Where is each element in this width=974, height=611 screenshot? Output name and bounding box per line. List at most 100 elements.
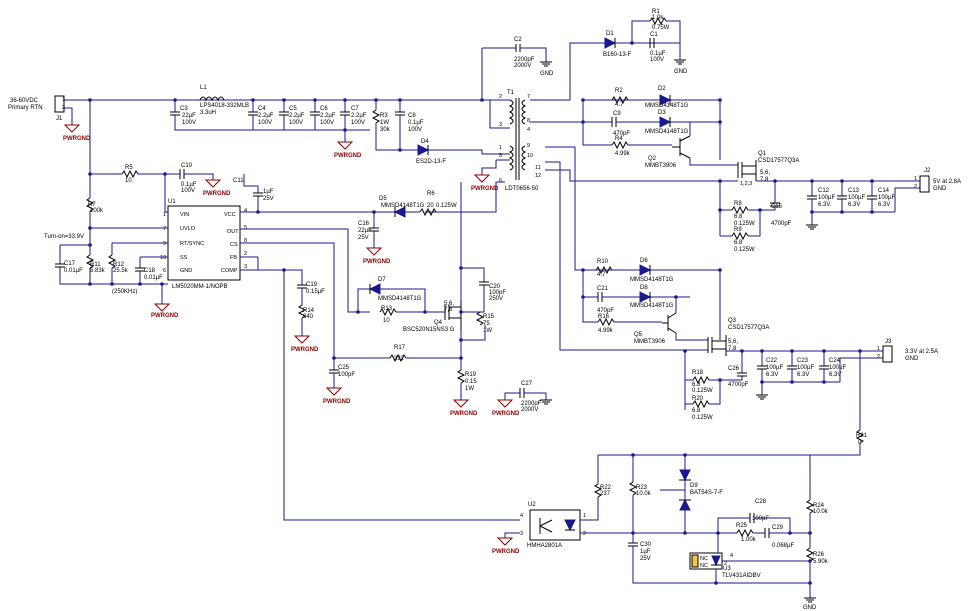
ic-u1: U1 LM5020MM-1/NOPB VIN 1 UVLO 7 RT/SYNC …	[160, 199, 247, 290]
svg-text:J3: J3	[885, 339, 892, 345]
svg-text:R16: R16	[598, 314, 610, 320]
l1-value: 3.3uH	[200, 110, 216, 116]
svg-text:8: 8	[244, 238, 247, 244]
svg-text:1W: 1W	[380, 120, 389, 126]
svg-text:3: 3	[244, 264, 247, 270]
svg-text:Q3: Q3	[728, 318, 737, 324]
u1-ref: U1	[168, 199, 176, 205]
svg-text:C9: C9	[613, 111, 621, 117]
svg-text:PWRGND: PWRGND	[203, 191, 231, 197]
svg-text:4.99k: 4.99k	[598, 328, 614, 334]
svg-text:1.00k: 1.00k	[741, 537, 757, 543]
svg-text:4: 4	[520, 513, 523, 519]
cap-c17: C17 0.01µF	[55, 244, 168, 285]
svg-text:4: 4	[527, 127, 530, 133]
svg-text:C2: C2	[514, 37, 522, 43]
svg-text:10: 10	[383, 318, 390, 324]
svg-text:R18: R18	[692, 370, 704, 376]
j1-label-1: 36-60VDC	[10, 98, 39, 104]
svg-text:100k: 100k	[90, 208, 104, 214]
cap-c15: C15 4700pF	[760, 181, 792, 227]
connector-j3: 1 2 J3 3.3V at 2.5A GND	[877, 339, 938, 363]
svg-text:MMSD4148T1G: MMSD4148T1G	[381, 203, 425, 209]
svg-text:C12: C12	[818, 188, 830, 194]
transformer-t1: T1 LDT0656-50 2 3 1 5 6 7 8 4 9 10 11 12	[499, 90, 541, 192]
svg-text:C21: C21	[597, 286, 609, 292]
svg-text:Q5: Q5	[634, 332, 643, 338]
mosfet-q4: Q4 BSC520N15NS3 G 5,6, 7,8	[403, 300, 462, 333]
cap-c2: C2 2200pF 2000V GND	[514, 37, 554, 77]
svg-text:D4: D4	[421, 139, 429, 145]
svg-text:R21: R21	[856, 433, 868, 439]
resistor-r17: R17 332	[389, 345, 461, 363]
svg-text:4700pF: 4700pF	[728, 382, 749, 388]
svg-text:C23: C23	[797, 358, 809, 364]
svg-text:C28: C28	[755, 499, 767, 505]
svg-text:1W: 1W	[483, 328, 492, 334]
svg-text:0.125W: 0.125W	[734, 221, 755, 227]
svg-text:C5: C5	[289, 106, 297, 112]
svg-text:C1: C1	[650, 32, 658, 38]
t1-part: LDT0656-50	[505, 186, 539, 192]
svg-text:C18: C18	[144, 268, 156, 274]
svg-text:CSD17577Q3A: CSD17577Q3A	[758, 158, 799, 164]
diode-d5: D5 MMSD4148T1G	[379, 196, 425, 218]
svg-text:0.15: 0.15	[465, 379, 477, 385]
cap-c18: C18 0.01µF	[135, 256, 168, 284]
svg-text:MMBT3906: MMBT3906	[645, 163, 677, 169]
svg-text:1: 1	[583, 513, 586, 519]
inductor-l1: L1 LPS4018-332MLB 3.3uH	[199, 85, 249, 116]
svg-text:CSD17577Q3A: CSD17577Q3A	[728, 325, 769, 331]
svg-text:MMBT3906: MMBT3906	[634, 339, 666, 345]
svg-text:C4: C4	[258, 106, 266, 112]
resistor-r20: R20 6.8 0.125W	[685, 380, 721, 421]
svg-text:6.3V: 6.3V	[848, 202, 860, 208]
cap-c5: C5 2.2µF 100V	[279, 100, 305, 130]
svg-text:C13: C13	[848, 188, 860, 194]
svg-text:R4: R4	[615, 136, 623, 142]
diode-d1: D1 B160-13-F	[603, 31, 632, 58]
svg-text:2.2µF: 2.2µF	[320, 113, 336, 119]
svg-text:3.3V at 2.5A: 3.3V at 2.5A	[905, 349, 938, 355]
diode-d3: D3 MMSD4148T1G	[645, 110, 689, 135]
svg-text:6.3V: 6.3V	[766, 372, 778, 378]
svg-text:100pF: 100pF	[338, 372, 355, 378]
svg-text:SS: SS	[180, 255, 188, 261]
svg-text:D3: D3	[658, 110, 666, 116]
svg-text:100µF: 100µF	[766, 365, 783, 371]
svg-text:PWRGND: PWRGND	[471, 186, 499, 192]
svg-text:2: 2	[244, 251, 247, 257]
svg-text:J2: J2	[924, 168, 931, 174]
svg-text:C26: C26	[728, 366, 740, 372]
resistor-r23: R23 10.0k	[628, 481, 652, 533]
pwrgnd-c10: PWRGND	[203, 179, 231, 197]
svg-text:R20: R20	[692, 396, 704, 402]
cap-c24: C24 100µF 6.3V	[819, 351, 846, 382]
diode-d7: D7 MMSD4148T1G	[357, 277, 426, 312]
svg-text:D2: D2	[658, 86, 666, 92]
l1-ref: L1	[200, 85, 207, 91]
cap-c28: C28 100pF	[749, 499, 791, 533]
svg-text:CS: CS	[230, 242, 238, 248]
svg-text:PWRGND: PWRGND	[63, 136, 91, 142]
svg-text:25.5k: 25.5k	[113, 268, 129, 274]
svg-text:25V: 25V	[640, 556, 651, 562]
svg-text:Q4: Q4	[434, 320, 443, 326]
resistor-r5: R5 10	[121, 165, 139, 184]
svg-text:PWRGND: PWRGND	[151, 313, 179, 319]
svg-text:470pF: 470pF	[613, 131, 630, 137]
svg-text:6: 6	[163, 268, 166, 274]
svg-text:100V: 100V	[258, 120, 272, 126]
svg-text:2.2µF: 2.2µF	[289, 113, 305, 119]
svg-text:R24: R24	[813, 503, 825, 509]
svg-text:100V: 100V	[351, 120, 365, 126]
cap-c8: C8 0.1µF 100V	[395, 100, 424, 150]
svg-text:R13: R13	[381, 306, 393, 312]
svg-text:GND: GND	[933, 186, 947, 192]
junctions	[88, 41, 874, 585]
j1-pin1: 1	[62, 97, 65, 103]
svg-text:0.1µF: 0.1µF	[408, 120, 424, 126]
svg-text:0.01µF: 0.01µF	[144, 275, 163, 281]
svg-text:0.01µF: 0.01µF	[64, 268, 83, 274]
svg-text:30k: 30k	[380, 127, 391, 133]
